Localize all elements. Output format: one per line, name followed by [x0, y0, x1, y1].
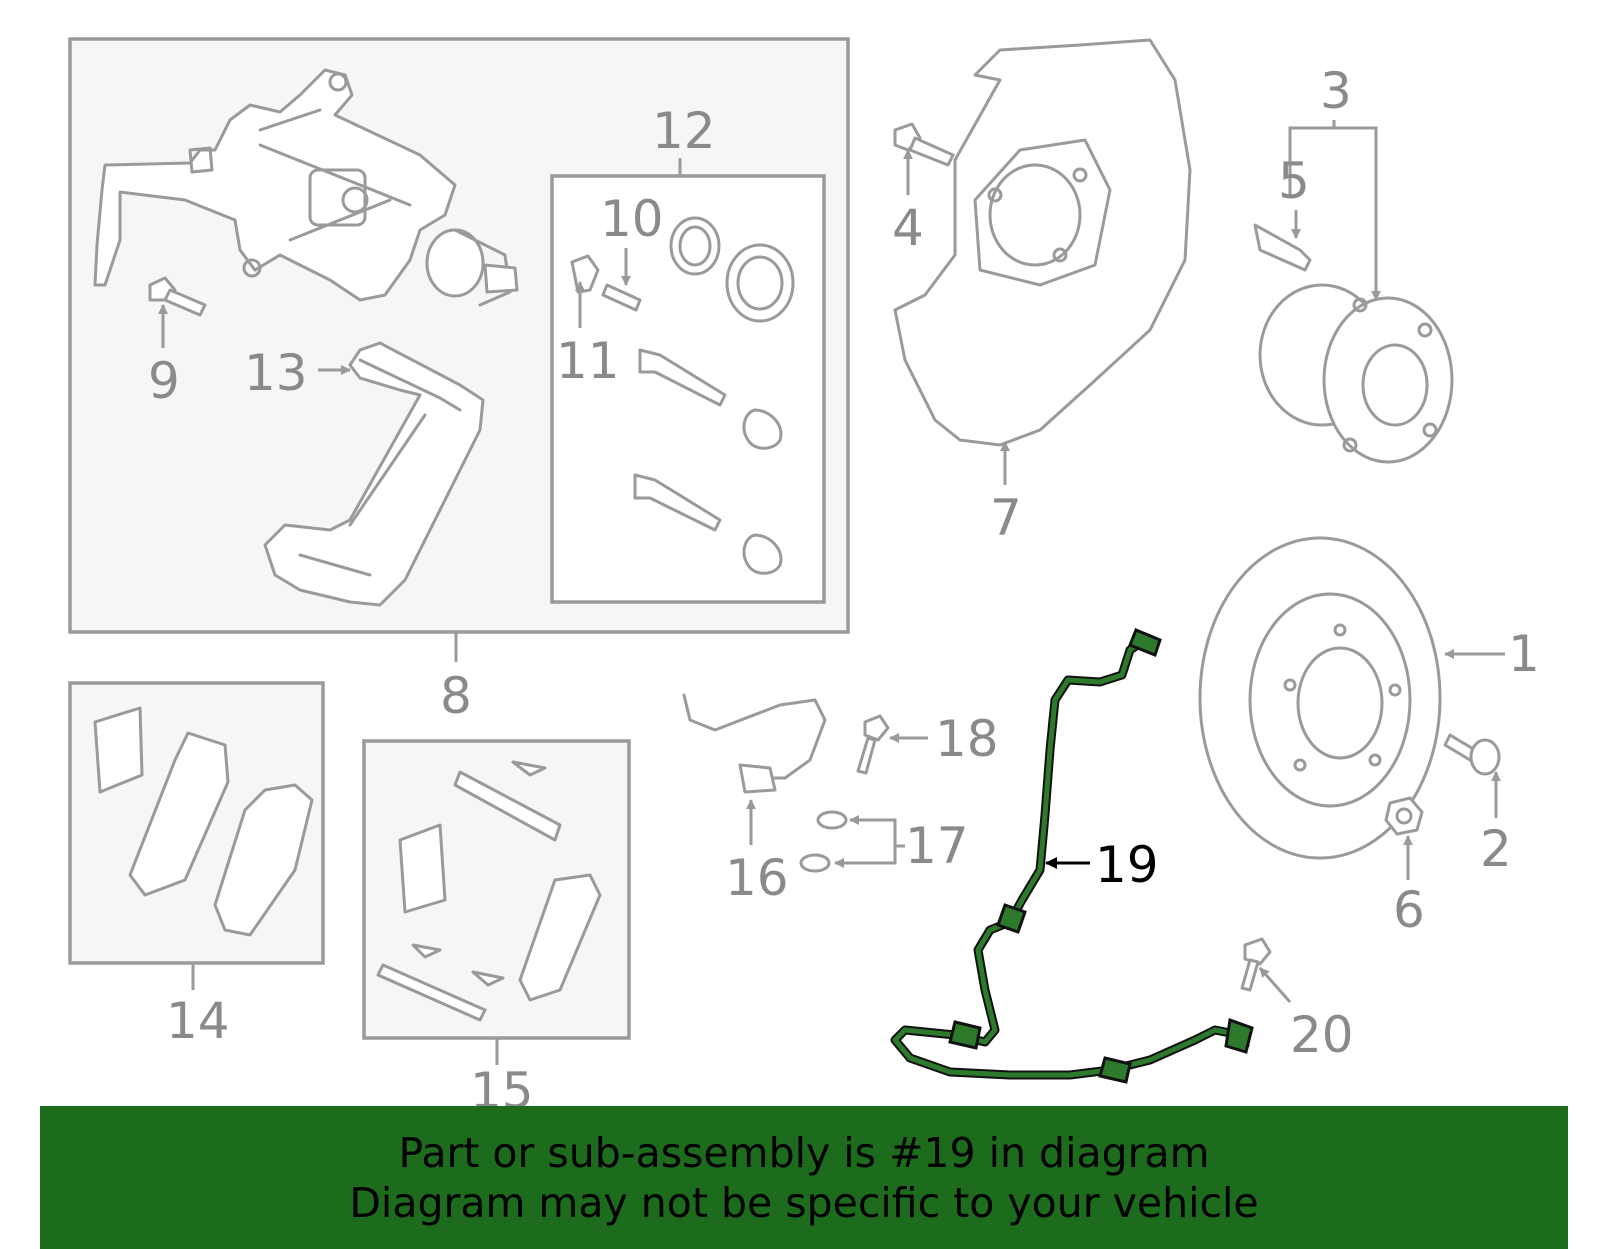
callout-7: 7 — [990, 489, 1022, 547]
callout-19[interactable]: 19 — [1095, 836, 1159, 894]
callout-2: 2 — [1480, 820, 1512, 878]
part-info-banner: Part or sub-assembly is #19 in diagram D… — [40, 1106, 1568, 1249]
brake-hose — [682, 693, 827, 794]
callout-labels: 1 2 3 4 5 6 7 8 9 10 11 12 13 14 15 16 1… — [148, 62, 1540, 1120]
abs-sensor-harness-19[interactable] — [890, 628, 1254, 1084]
callout-12: 12 — [652, 102, 716, 160]
hub-bearing — [1253, 223, 1454, 464]
callout-18: 18 — [935, 710, 999, 768]
brake-caliper — [93, 68, 519, 307]
washers — [799, 810, 848, 873]
callout-14: 14 — [166, 992, 230, 1050]
callout-11: 11 — [556, 332, 620, 390]
caliper-kit-parts — [570, 216, 795, 575]
nut-6 — [1384, 796, 1424, 836]
callout-16: 16 — [725, 849, 789, 907]
banner-line-1: Part or sub-assembly is #19 in diagram — [398, 1128, 1210, 1177]
bolt-20 — [1240, 937, 1272, 992]
callout-9: 9 — [148, 352, 180, 410]
callout-10: 10 — [600, 190, 664, 248]
leader-lines — [158, 120, 1505, 1065]
caliper-bracket — [263, 341, 485, 607]
hardware-kit — [376, 760, 602, 1022]
banner-line-2: Diagram may not be specific to your vehi… — [349, 1178, 1259, 1227]
callout-17: 17 — [905, 817, 969, 875]
bolt-4 — [893, 122, 955, 167]
callout-3: 3 — [1320, 62, 1352, 120]
callout-13: 13 — [244, 344, 308, 402]
callout-4: 4 — [892, 199, 924, 257]
dust-shield — [893, 38, 1192, 447]
screw-2 — [1443, 733, 1501, 776]
brake-rotor — [1198, 536, 1442, 860]
bolt-18 — [856, 714, 890, 775]
callout-6: 6 — [1393, 881, 1425, 939]
callout-1: 1 — [1508, 625, 1540, 683]
callout-8: 8 — [440, 667, 472, 725]
callout-20: 20 — [1290, 1006, 1354, 1064]
callout-5: 5 — [1278, 152, 1310, 210]
brake-pads — [93, 706, 314, 937]
bolt-9 — [148, 276, 207, 317]
